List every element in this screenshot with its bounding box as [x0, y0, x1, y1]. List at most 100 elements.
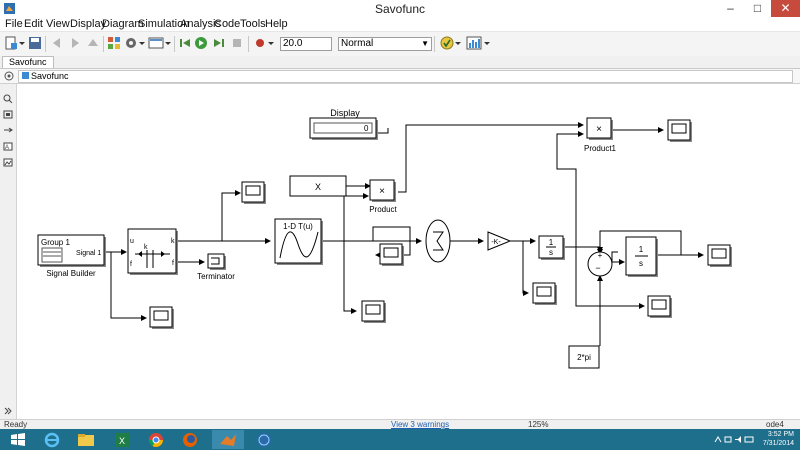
- solver-name: ode4: [766, 420, 784, 429]
- run-icon[interactable]: [194, 36, 208, 50]
- system-tray: 3:52 PM 7/31/2014: [710, 429, 800, 450]
- menu-analysis[interactable]: Analysis: [180, 18, 221, 30]
- selector-port-k: k: [144, 244, 148, 251]
- lookup-label: 1-D T(u): [283, 222, 313, 231]
- stop-time-input[interactable]: 20.0: [280, 37, 332, 51]
- scope-block[interactable]: [667, 119, 692, 142]
- save-icon[interactable]: [28, 36, 42, 50]
- gain-block[interactable]: -K-: [487, 231, 512, 251]
- config-dropdown-icon[interactable]: [139, 36, 145, 50]
- sum-circle-block[interactable]: + −: [587, 251, 613, 277]
- model-explorer-icon[interactable]: [148, 36, 164, 50]
- toolbar-separator: [103, 36, 104, 52]
- scope-block[interactable]: [707, 244, 732, 267]
- image-icon[interactable]: [3, 158, 13, 167]
- model-canvas[interactable]: Display 0 X × Product × Product1: [17, 84, 800, 419]
- matlab-icon[interactable]: [212, 430, 244, 449]
- data-inspector-icon[interactable]: [466, 36, 482, 50]
- product-block[interactable]: × Product: [369, 179, 398, 214]
- firefox-icon[interactable]: [174, 430, 206, 449]
- scope-block[interactable]: [149, 306, 174, 329]
- product1-block[interactable]: × Product1: [584, 117, 617, 153]
- step-forward-icon[interactable]: [212, 36, 226, 50]
- start-icon[interactable]: [2, 430, 34, 449]
- zoom-icon[interactable]: [3, 94, 13, 103]
- signal-builder-block[interactable]: Group 1 Signal 1 Signal Builder: [37, 234, 106, 278]
- constant-2pi-block[interactable]: 2*pi: [568, 345, 600, 369]
- forward-arrow-icon[interactable]: [68, 36, 82, 50]
- lookup-table-block[interactable]: 1-D T(u): [274, 218, 323, 265]
- internet-explorer-icon[interactable]: [36, 430, 68, 449]
- update-diagram-check-icon[interactable]: [440, 36, 454, 50]
- globe-app-icon[interactable]: [248, 430, 280, 449]
- menu-display[interactable]: Display: [70, 18, 107, 30]
- explorer-dropdown-icon[interactable]: [165, 36, 171, 50]
- new-model-icon[interactable]: [4, 36, 18, 50]
- menu-simulation[interactable]: Simulation: [138, 18, 190, 30]
- selector-port-f: f: [130, 261, 132, 268]
- tray-icons[interactable]: [714, 435, 758, 444]
- scope-block[interactable]: [532, 282, 557, 305]
- close-button[interactable]: ✕: [771, 0, 800, 17]
- toolbar-separator: [45, 36, 46, 52]
- menu-view[interactable]: View: [46, 18, 70, 30]
- fit-to-view-icon[interactable]: [3, 110, 13, 119]
- library-browser-icon[interactable]: [107, 36, 121, 50]
- tab-savofunc[interactable]: Savofunc: [2, 56, 54, 68]
- breadcrumb[interactable]: Savofunc: [18, 70, 793, 83]
- sum-oval-block[interactable]: [425, 219, 451, 263]
- taskbar: X 3:52 PM 7/31/2014: [0, 429, 800, 450]
- annotation-icon[interactable]: A: [3, 142, 13, 151]
- chrome-icon[interactable]: [140, 430, 172, 449]
- constant-x-block[interactable]: X: [289, 175, 347, 197]
- toolbar-separator: [174, 36, 175, 52]
- left-palette: A: [0, 84, 17, 419]
- back-arrow-icon[interactable]: [50, 36, 64, 50]
- clock-date[interactable]: 7/31/2014: [762, 440, 794, 447]
- selector-out-f: f: [172, 260, 174, 267]
- record-icon[interactable]: [253, 36, 267, 50]
- integrator-2-block[interactable]: 1 s: [625, 236, 658, 277]
- menu-diagram[interactable]: Diagram: [102, 18, 144, 30]
- hide-show-browser-icon[interactable]: [4, 71, 14, 81]
- model-config-gear-icon[interactable]: [124, 36, 138, 50]
- minimize-button[interactable]: –: [727, 1, 734, 15]
- stop-icon[interactable]: [230, 36, 244, 50]
- record-dropdown-icon[interactable]: [268, 36, 274, 50]
- menu-file[interactable]: File: [5, 18, 23, 30]
- warnings-link[interactable]: View 3 warnings: [391, 420, 450, 429]
- signal-builder-signal: Signal 1: [76, 250, 101, 257]
- up-arrow-icon[interactable]: [86, 36, 100, 50]
- menu-tools[interactable]: Tools: [240, 18, 266, 30]
- display-block[interactable]: Display 0: [309, 108, 378, 140]
- breadcrumb-path: Savofunc: [31, 71, 69, 81]
- expand-chevron-icon[interactable]: [3, 406, 13, 415]
- display-value: 0: [364, 124, 369, 133]
- new-dropdown-icon[interactable]: [19, 36, 25, 50]
- inspector-dropdown-icon[interactable]: [484, 36, 490, 50]
- maximize-button[interactable]: □: [753, 1, 762, 15]
- simulation-mode-select[interactable]: Normal▼: [338, 37, 432, 51]
- explorer-bar: Savofunc: [0, 69, 800, 84]
- simulation-mode-value: Normal: [341, 38, 374, 49]
- excel-icon[interactable]: X: [106, 430, 138, 449]
- signal-builder-label: Signal Builder: [46, 269, 96, 278]
- menu-help[interactable]: Help: [265, 18, 288, 30]
- selector-port-u: u: [130, 238, 134, 245]
- check-dropdown-icon[interactable]: [455, 36, 461, 50]
- terminator-block[interactable]: Terminator: [197, 253, 235, 281]
- integrator-1-block[interactable]: 1 s: [538, 235, 565, 260]
- sum-minus-sign: −: [595, 263, 600, 273]
- arrow-right-icon[interactable]: [3, 126, 13, 135]
- scope-block[interactable]: [361, 300, 386, 323]
- scope-block[interactable]: [241, 181, 266, 204]
- product-label: Product: [369, 205, 397, 214]
- clock-time[interactable]: 3:52 PM: [767, 431, 794, 438]
- menu-code[interactable]: Code: [214, 18, 241, 30]
- scope-block[interactable]: [379, 243, 404, 266]
- bus-selector-block[interactable]: u k f k f: [127, 228, 178, 275]
- scope-block[interactable]: [647, 295, 672, 318]
- step-back-icon[interactable]: [178, 36, 192, 50]
- menu-edit[interactable]: Edit: [24, 18, 43, 30]
- file-explorer-icon[interactable]: [70, 430, 102, 449]
